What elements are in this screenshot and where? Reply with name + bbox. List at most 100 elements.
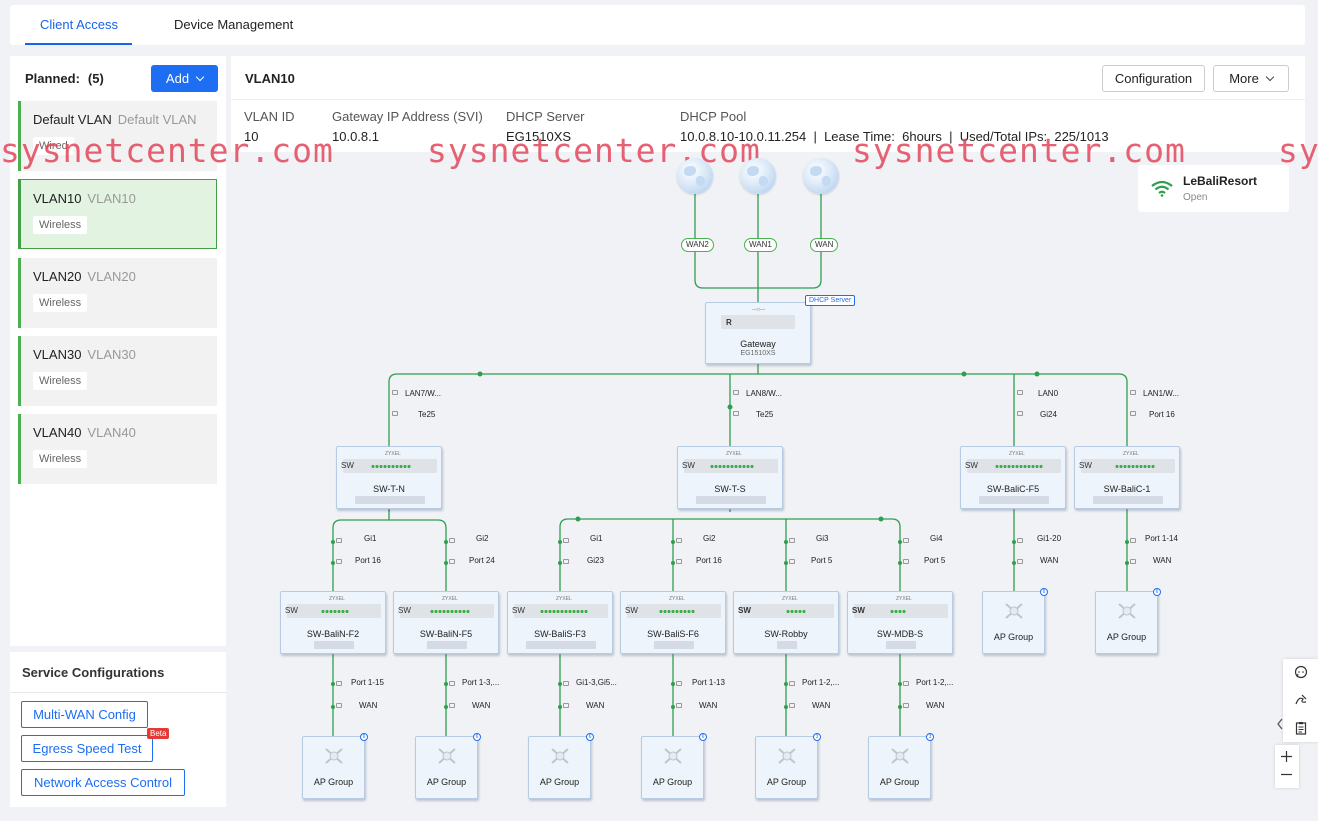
switch-device[interactable]: ZYXEL SW SW-BaliC-1 — [1074, 446, 1180, 509]
port-icon — [903, 681, 909, 686]
access-point-icon — [1118, 603, 1136, 619]
sign-icon[interactable] — [1294, 693, 1308, 707]
ap-group[interactable]: AP Group 6 — [302, 733, 368, 799]
port-icon — [1130, 411, 1136, 416]
ap-group[interactable]: AP Group 6 — [415, 733, 481, 799]
vlan-type-badge: Wireless — [33, 216, 88, 234]
access-point-icon — [664, 748, 682, 764]
port-icon — [1130, 538, 1136, 543]
switch-device[interactable]: ZYXEL SW SW-BaliC-F5 — [960, 446, 1066, 509]
port-icon — [676, 681, 682, 686]
ap-group[interactable]: AP Group 6 — [528, 733, 594, 799]
watermark: sysnetcenter.com — [852, 131, 1186, 170]
network-access-control-button[interactable]: Network Access Control — [21, 769, 185, 796]
tab-client-access[interactable]: Client Access — [40, 17, 119, 32]
switch-device[interactable]: ZYXEL SW SW-T-S — [677, 446, 783, 509]
egress-speed-test-button[interactable]: Egress Speed Test — [21, 735, 153, 762]
tab-device-management[interactable]: Device Management — [174, 17, 294, 32]
wan-port-label: WAN2 — [681, 238, 714, 252]
port-icon — [392, 411, 398, 416]
port-icon — [1130, 559, 1136, 564]
vlan-info-row: VLAN ID 10 Gateway IP Address (SVI) 10.0… — [231, 100, 1305, 152]
ap-group[interactable]: AP Group 6 — [1095, 588, 1161, 654]
port-icon — [449, 538, 455, 543]
port-icon — [676, 538, 682, 543]
minus-icon[interactable] — [1281, 773, 1292, 776]
port-icon — [1017, 390, 1023, 395]
ssid-security: Open — [1183, 192, 1208, 203]
port-icon — [449, 681, 455, 686]
globe-icon[interactable] — [677, 158, 713, 194]
port-icon — [563, 703, 569, 708]
port-icon — [903, 703, 909, 708]
switch-device[interactable]: ZYXEL SW SW-BaliS-F3 — [507, 591, 613, 654]
switch-device[interactable]: ZYXEL SW SW-BaliN-F5 — [393, 591, 499, 654]
ap-group[interactable]: AP Group 3 — [755, 733, 821, 799]
port-icon — [903, 538, 909, 543]
access-point-icon — [551, 748, 569, 764]
service-configurations-title: Service Configurations — [22, 665, 165, 680]
gateway-device[interactable]: —□— R Gateway EG1510XS — [705, 302, 811, 364]
switch-device[interactable]: ZYXEL SW SW-BaliS-F6 — [620, 591, 726, 654]
globe-icon[interactable] — [803, 158, 839, 194]
vlan-type-badge: Wireless — [33, 294, 88, 312]
switch-device[interactable]: ZYXEL SW SW-Robby — [733, 591, 839, 654]
switch-device[interactable]: ZYXEL SW SW-BaliN-F2 — [280, 591, 386, 654]
wan-port-label: WAN1 — [744, 238, 777, 252]
port-icon — [392, 390, 398, 395]
port-icon — [1017, 559, 1023, 564]
port-icon — [1130, 390, 1136, 395]
watermark: sysnetcenter.com — [427, 131, 761, 170]
ap-group[interactable]: AP Group 3 — [868, 733, 934, 799]
vlan-type-badge: Wireless — [33, 450, 88, 468]
port-icon — [563, 559, 569, 564]
multi-wan-config-button[interactable]: Multi-WAN Config — [21, 701, 148, 728]
beta-badge: Beta — [147, 728, 170, 739]
port-icon — [449, 703, 455, 708]
ap-group[interactable]: AP Group 6 — [641, 733, 707, 799]
port-icon — [336, 538, 342, 543]
port-icon — [336, 703, 342, 708]
port-icon — [789, 538, 795, 543]
ssid-card[interactable]: LeBaliResort Open — [1138, 165, 1289, 212]
port-icon — [903, 559, 909, 564]
vlan-type-badge: Wired — [33, 137, 74, 155]
divider — [10, 692, 226, 693]
globe-icon[interactable] — [740, 158, 776, 194]
dhcp-pool-field: DHCP Pool 10.0.8.10-10.0.11.254 | Lease … — [680, 109, 1109, 144]
access-point-icon — [1005, 603, 1023, 619]
switch-device[interactable]: ZYXEL SW SW-T-N — [336, 446, 442, 509]
switch-device[interactable]: ZYXEL SW SW-MDB-S — [847, 591, 953, 654]
port-icon — [336, 681, 342, 686]
port-icon — [1017, 538, 1023, 543]
chevron-left-icon[interactable] — [1276, 718, 1284, 730]
vlan-type-badge: Wireless — [33, 372, 88, 390]
clipboard-icon[interactable] — [1294, 721, 1308, 735]
ap-group[interactable]: AP Group 6 — [982, 588, 1048, 654]
port-icon — [449, 559, 455, 564]
port-icon — [1017, 411, 1023, 416]
port-icon — [733, 390, 739, 395]
vlan-id-field: VLAN ID 10 — [244, 109, 295, 144]
wifi-icon — [1151, 180, 1173, 197]
configuration-button[interactable]: Configuration — [1102, 65, 1205, 92]
port-icon — [336, 559, 342, 564]
top-tab-bar: Client Access Device Management — [10, 5, 1305, 45]
port-icon — [733, 411, 739, 416]
active-tab-indicator — [25, 43, 132, 45]
more-button[interactable]: More — [1213, 65, 1289, 92]
add-button[interactable]: Add — [151, 65, 218, 92]
chat-icon[interactable] — [1294, 665, 1308, 679]
access-point-icon — [438, 748, 456, 764]
plus-icon[interactable] — [1281, 751, 1292, 762]
port-icon — [789, 703, 795, 708]
service-configurations-panel: Service Configurations Multi-WAN Config … — [10, 652, 226, 807]
watermark: sysnetcenter.com — [1278, 131, 1318, 170]
watermark: sysnetcenter.com — [0, 131, 334, 170]
